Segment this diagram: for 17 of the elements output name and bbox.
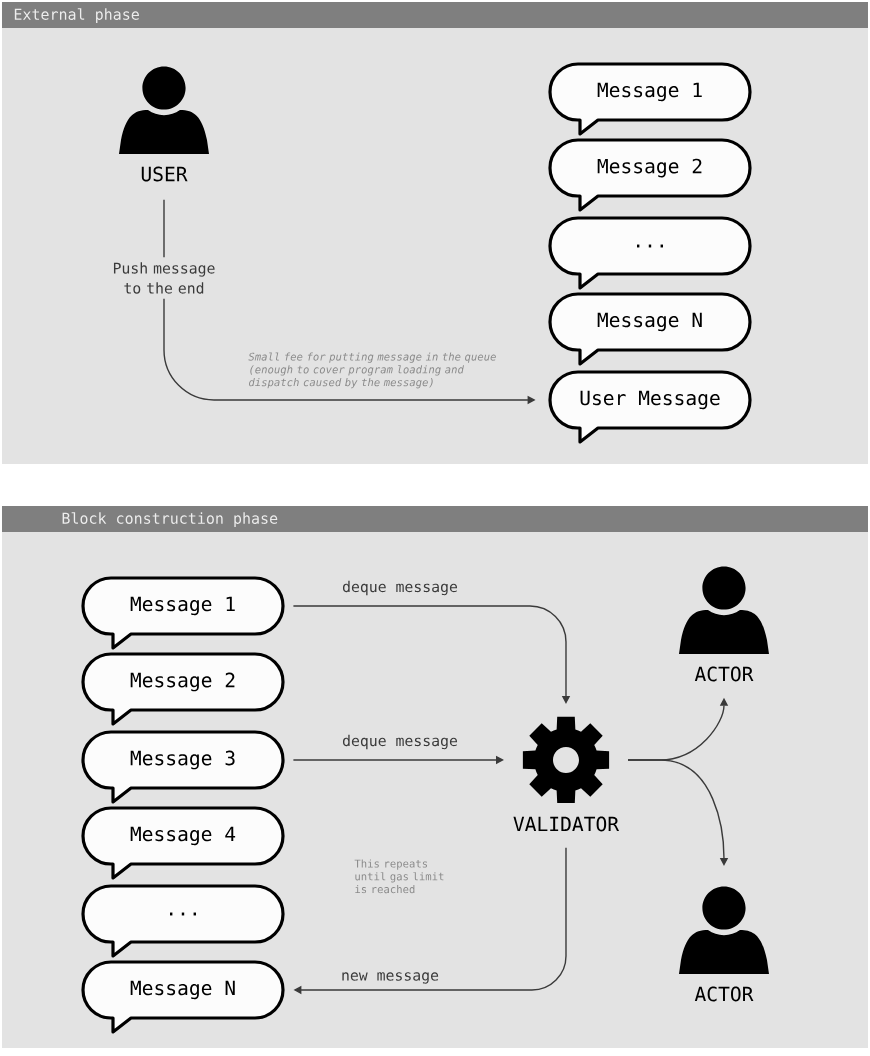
arrow <box>292 605 571 704</box>
arrow <box>627 759 729 866</box>
speech-bubble: Message 1 <box>548 62 752 136</box>
speech-bubble: ... <box>81 884 285 958</box>
speech-bubble: Message 4 <box>81 806 285 880</box>
speech-bubble: ... <box>548 216 752 290</box>
speech-bubble: Message 1 <box>81 576 285 650</box>
speech-bubble: User Message <box>548 370 752 444</box>
node-label: ACTOR <box>694 666 754 682</box>
speech-bubble: Message 3 <box>81 730 285 804</box>
node-label: ACTOR <box>694 986 754 1002</box>
speech-bubble: Message 2 <box>548 138 752 212</box>
speech-bubble: Message N <box>548 292 752 366</box>
speech-bubble: Message N <box>81 960 285 1034</box>
node-label: USER <box>141 166 188 182</box>
node-label: VALIDATOR <box>513 816 620 832</box>
speech-bubble: Message 2 <box>81 652 285 726</box>
